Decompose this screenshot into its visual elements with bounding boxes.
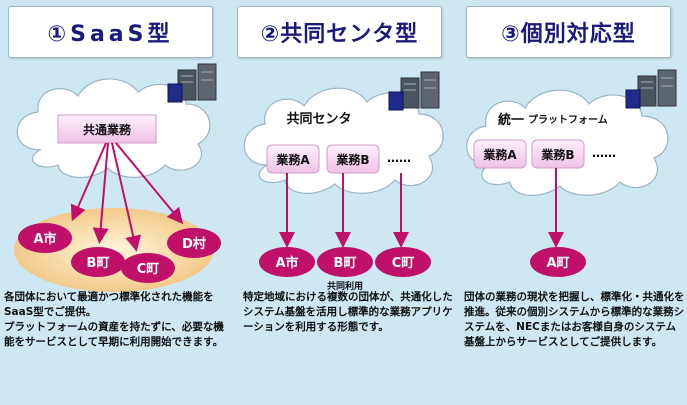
column-title: ①SaaS型 <box>47 22 174 47</box>
task-ellipsis: …… <box>387 151 411 165</box>
description: 各団体において最適かつ標準化された機能をSaaS型でご提供。 プラットフォームの… <box>4 291 224 348</box>
task-label: 業務A <box>275 152 310 167</box>
node-label: A町 <box>546 256 569 271</box>
header-individual: ③個別対応型 <box>466 6 671 58</box>
diagram-joint-center: 共同センタ 業務A 業務B …… A市 B町 C町 共同利用 <box>243 71 444 292</box>
platform-label-sub: プラットフォーム <box>528 113 608 126</box>
task-label: 業務B <box>540 147 574 162</box>
node-label: D村 <box>182 236 206 252</box>
node-label: A市 <box>33 231 56 247</box>
node-label: C町 <box>137 262 160 277</box>
diagram-saas: 共通業務 A市 B町 C町 D村 <box>14 63 221 292</box>
server-icon <box>625 69 677 109</box>
description: 団体の業務の現状を把握し、標準化・共通化を推進。従来の個別システムから標準的な業… <box>464 291 685 348</box>
node-label: B町 <box>334 256 357 271</box>
column-individual: ③個別対応型 統一 プラットフォーム 業務A 業務B …… A町 <box>458 0 687 405</box>
node-label: B町 <box>87 256 110 271</box>
platform-label-main: 統一 <box>498 112 524 128</box>
shared-use-label: 共同利用 <box>327 280 363 292</box>
node-label: C町 <box>392 256 415 271</box>
description: 特定地域における複数の団体が、共通化したシステム基盤を活用し標準的な業務アプリケ… <box>243 291 453 333</box>
platform-label: 共同センタ <box>286 111 351 127</box>
column-joint-center: ②共同センタ型 共同センタ 業務A 業務B …… <box>229 0 458 405</box>
server-icon <box>167 63 217 103</box>
header-joint-center: ②共同センタ型 <box>237 6 442 58</box>
platform-label: 共通業務 <box>83 122 132 137</box>
task-label: 業務B <box>335 152 369 167</box>
node-label: A市 <box>275 255 298 271</box>
column-title: ②共同センタ型 <box>260 22 419 47</box>
task-ellipsis: …… <box>592 146 616 160</box>
diagram-individual: 統一 プラットフォーム 業務A 業務B …… A町 <box>466 69 677 277</box>
task-label: 業務A <box>482 147 517 162</box>
column-saas: ①SaaS型 <box>0 0 229 405</box>
column-title: ③個別対応型 <box>501 22 636 47</box>
header-saas: ①SaaS型 <box>8 6 213 58</box>
server-icon <box>388 71 440 111</box>
